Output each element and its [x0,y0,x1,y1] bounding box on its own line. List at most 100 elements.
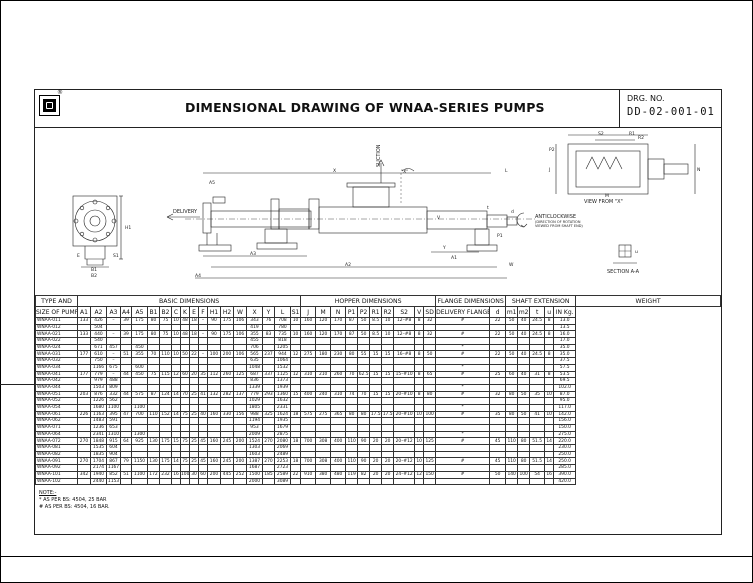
table-cell [147,397,160,405]
table-cell: – [106,370,121,379]
table-cell: 270 [262,437,275,446]
table-cell: 132 [207,390,221,399]
table-cell: 20–#12 [393,437,416,446]
table-cell: 2489 [274,450,291,459]
table-cell: 50 [423,350,437,359]
table-cell [357,477,371,486]
table-cell [289,363,302,372]
table-cell [207,477,221,486]
table-cell [131,337,148,345]
table-cell: 79 [120,457,132,466]
table-cell [345,363,359,372]
table-cell: 40 [517,370,531,379]
table-cell: 110 [505,437,519,446]
table-cell: 285.0 [553,464,577,472]
table-cell: 25 [189,437,199,446]
table-cell: 1048 [246,363,263,372]
table-cell: 1940 [90,470,107,479]
table-cell [393,424,416,432]
table-cell: 14 [544,437,555,446]
table-cell: 10 [289,330,302,339]
table-cell: 395 [106,410,121,419]
table-cell: 1835 [90,450,107,459]
rotation-labels: ANTICLOCKWISE (DIRECTION OF ROTATION VIE… [535,214,583,228]
table-cell: 3089 [274,477,291,486]
table-cell: 635 [246,357,263,365]
table-cell: 55 [357,350,371,359]
table-cell [369,323,383,332]
table-cell [120,417,132,425]
table-cell [220,464,234,472]
table-cell: 75 [159,317,172,325]
table-cell [77,450,91,459]
table-cell: 156 [233,410,247,419]
column-header: P2 [357,306,371,318]
table-cell [77,444,91,452]
pump-size-cell: WNAA-042 [35,377,78,385]
table-cell: 16 [544,470,555,479]
table-cell: 2875 [274,430,291,439]
pump-size-cell: WNAA-012 [35,323,78,332]
table-cell: 10 [414,410,425,419]
table-cell: 1153 [106,477,121,486]
table-cell: 15 [369,350,383,359]
table-cell: 708 [274,317,291,325]
table-cell: 18 [289,410,302,419]
table-cell: 600 [131,363,148,372]
table-cell [159,397,172,405]
table-cell [120,430,132,439]
table-cell: 20–#10 [393,410,416,419]
table-cell: 175 [159,457,172,466]
table-cell [120,363,132,372]
table-cell [381,477,395,486]
table-cell [106,323,121,332]
table-cell [220,430,234,439]
table-cell: # [435,470,491,479]
table-cell: 87 [345,317,359,325]
table-cell [233,323,247,332]
column-header: DELIVERY FLANGE [435,306,491,318]
table-cell: 83 [262,330,275,339]
view-x-labels: VIEW FROM "X" S2 R1 R2 P2 J M N [548,131,700,205]
table-cell [120,377,132,385]
title-divider [619,90,620,127]
table-cell: 110 [159,350,172,359]
table-cell [189,417,199,425]
column-header: B2 [159,306,172,318]
table-cell [544,464,555,472]
table-cell: 125 [423,437,437,446]
table-cell [357,464,371,472]
table-cell [315,323,332,332]
table-cell [233,450,247,459]
table-cell [289,403,302,412]
table-cell [330,403,347,412]
table-cell: 124 [159,390,172,399]
table-cell: 35.0 [553,343,577,352]
table-cell [289,417,302,425]
notes: NOTE:- * AS PER BS: 4504, 25 BAR # AS PE… [39,490,110,511]
table-cell [330,477,347,486]
table-cell [544,323,555,332]
table-cell: 13.5 [553,323,577,332]
pump-size-cell: WNAA-011 [35,317,78,325]
column-header: t [529,306,546,318]
table-cell [330,424,347,432]
table-cell: 125 [423,457,437,466]
table-cell: 47 [120,410,132,419]
dim-label-d: d [511,209,514,215]
table-cell: 15 [289,390,302,399]
drawing-number-label: DRG. NO. [627,94,665,103]
table-cell: 14 [171,457,181,466]
table-cell [233,343,247,352]
table-cell [381,363,395,372]
table-cell [423,377,437,385]
table-cell: 175 [131,330,148,339]
table-cell: 1166 [90,363,107,372]
dim-label-a4: A4 [195,273,201,279]
table-cell [423,464,437,472]
table-cell: 175 [131,317,148,325]
